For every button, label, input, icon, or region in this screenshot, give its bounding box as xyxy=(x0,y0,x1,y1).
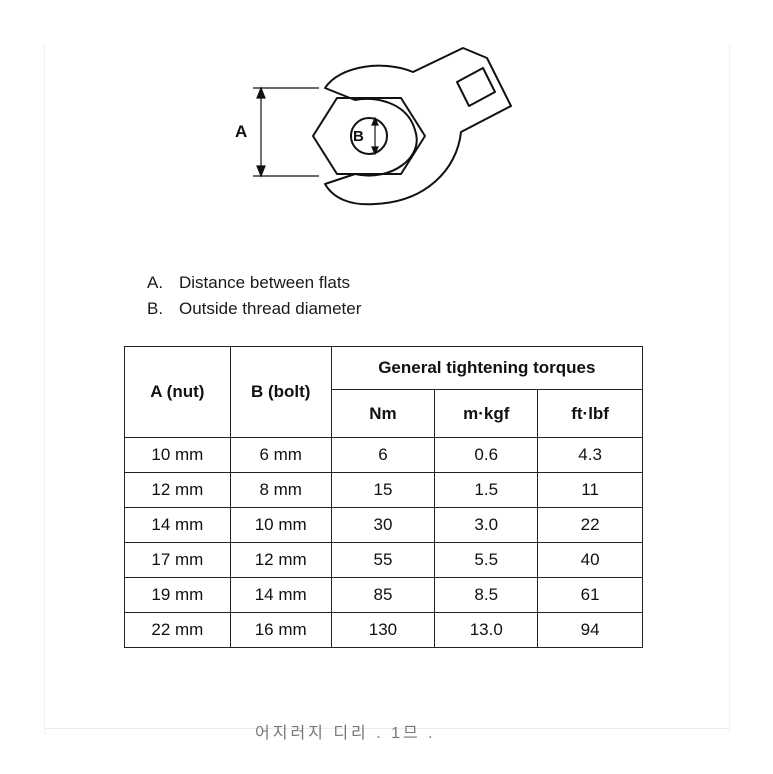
cell-mkgf: 3.0 xyxy=(434,507,539,543)
header-torque-group: General tightening torques xyxy=(330,346,644,390)
cell-b: 16 mm xyxy=(229,612,332,648)
cell-nm: 30 xyxy=(330,507,436,543)
cell-ftlbf: 61 xyxy=(537,577,643,613)
cell-ftlbf: 4.3 xyxy=(537,437,643,473)
table-row: 19 mm 14 mm 85 8.5 61 xyxy=(124,577,643,613)
header-a-nut: A (nut) xyxy=(124,346,231,438)
cell-a: 17 mm xyxy=(124,542,231,578)
header-ftlbf: ft·lbf xyxy=(537,389,643,438)
wrench-jaw-icon xyxy=(324,47,512,206)
dimension-b-label: B xyxy=(353,128,364,145)
cell-mkgf: 13.0 xyxy=(434,612,539,648)
table-row: 12 mm 8 mm 15 1.5 11 xyxy=(124,472,643,508)
legend-item: B. Outside thread diameter xyxy=(147,296,361,322)
cell-b: 6 mm xyxy=(229,437,332,473)
cell-ftlbf: 40 xyxy=(537,542,643,578)
wrench-slot-icon xyxy=(456,67,496,107)
page-frame xyxy=(44,44,730,734)
header-nm: Nm xyxy=(330,389,436,438)
cell-a: 19 mm xyxy=(124,577,231,613)
cell-b: 12 mm xyxy=(229,542,332,578)
cell-mkgf: 8.5 xyxy=(434,577,539,613)
cell-nm: 6 xyxy=(330,437,436,473)
legend-text: Outside thread diameter xyxy=(179,299,362,318)
legend-letter: A. xyxy=(147,273,164,292)
cell-ftlbf: 94 xyxy=(537,612,643,648)
table-row: 17 mm 12 mm 55 5.5 40 xyxy=(124,542,643,578)
cell-a: 14 mm xyxy=(124,507,231,543)
cell-nm: 55 xyxy=(330,542,436,578)
cell-nm: 15 xyxy=(330,472,436,508)
cell-a: 12 mm xyxy=(124,472,231,508)
cell-ftlbf: 22 xyxy=(537,507,643,543)
header-mkgf: m·kgf xyxy=(434,389,539,438)
table-row: 14 mm 10 mm 30 3.0 22 xyxy=(124,507,643,543)
legend-text: Distance between flats xyxy=(179,273,351,292)
cell-mkgf: 5.5 xyxy=(434,542,539,578)
cut-off-footer-text: 어지러지 디리 . 1므 . xyxy=(255,725,436,742)
cell-nm: 85 xyxy=(330,577,436,613)
header-b-bolt: B (bolt) xyxy=(229,346,332,438)
wrench-nut-diagram: A B xyxy=(235,47,512,206)
cell-b: 8 mm xyxy=(229,472,332,508)
cell-nm: 130 xyxy=(330,612,436,648)
cell-a: 22 mm xyxy=(124,612,231,648)
cell-mkgf: 0.6 xyxy=(434,437,539,473)
cell-ftlbf: 11 xyxy=(537,472,643,508)
table-row: 22 mm 16 mm 130 13.0 94 xyxy=(124,612,643,648)
dimension-a-label: A xyxy=(235,122,247,141)
cell-mkgf: 1.5 xyxy=(434,472,539,508)
legend-item: A. Distance between flats xyxy=(147,270,361,296)
cell-a: 10 mm xyxy=(124,437,231,473)
cell-b: 14 mm xyxy=(229,577,332,613)
bolt-circle-icon xyxy=(350,117,388,155)
page-bottom-rule xyxy=(44,728,730,729)
diagram-legend: A. Distance between flats B. Outside threa… xyxy=(147,270,361,322)
cell-b: 10 mm xyxy=(229,507,332,543)
table-row: 10 mm 6 mm 6 0.6 4.3 xyxy=(124,437,643,473)
legend-letter: B. xyxy=(147,299,164,318)
torque-table: A (nut) B (bolt) General tightening torq… xyxy=(124,346,644,648)
hex-nut-icon xyxy=(312,97,426,175)
